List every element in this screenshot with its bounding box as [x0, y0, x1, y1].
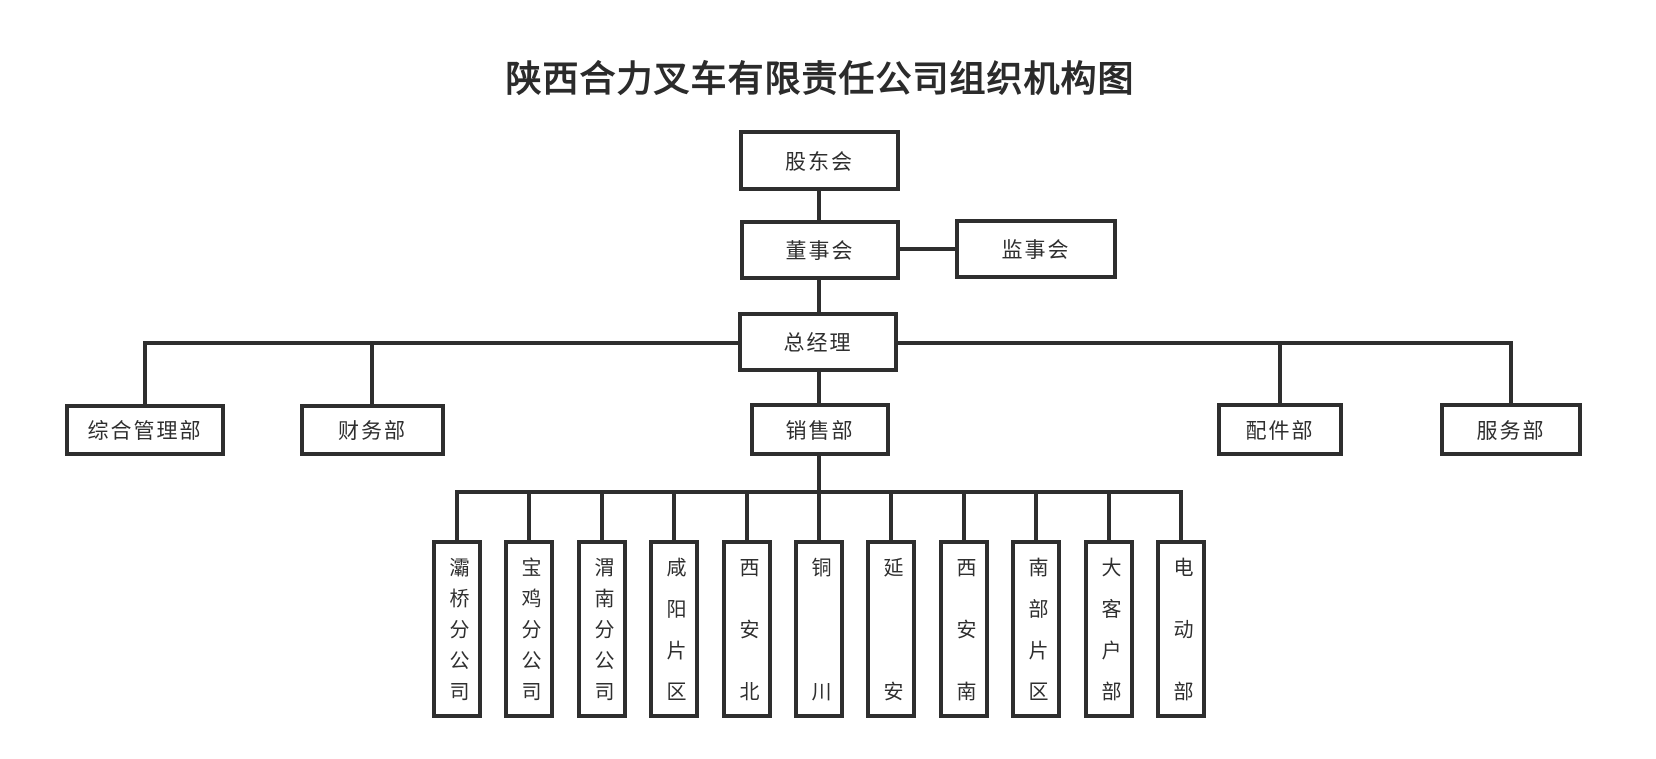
node-unit-yanan-label: 延安	[880, 557, 902, 701]
node-unit-xian-north-label: 西安北	[736, 557, 758, 701]
connector-gm-bus-left	[143, 341, 738, 345]
connector-drop-unit-5	[745, 490, 749, 540]
connector-drop-unit-11	[1179, 490, 1183, 540]
connector-drop-unit-3	[600, 490, 604, 540]
node-unit-baoji: 宝鸡分公司	[504, 540, 554, 718]
connector-drop-parts	[1278, 341, 1282, 403]
node-shareholders: 股东会	[739, 130, 900, 191]
node-unit-weinan: 渭南分公司	[577, 540, 627, 718]
node-unit-xian-north: 西安北	[722, 540, 772, 718]
chart-title: 陕西合力叉车有限责任公司组织机构图	[505, 58, 1135, 99]
connector-shareholders-board	[817, 191, 821, 220]
node-unit-tongchuan-label: 铜川	[808, 557, 830, 701]
node-unit-baoji-label: 宝鸡分公司	[518, 557, 540, 701]
connector-drop-service	[1509, 341, 1513, 403]
connector-drop-unit-10	[1107, 490, 1111, 540]
connector-sales-bus	[817, 456, 821, 492]
node-unit-electric: 电动部	[1156, 540, 1206, 718]
node-dept-admin: 综合管理部	[65, 404, 225, 456]
connector-drop-unit-7	[889, 490, 893, 540]
connector-drop-unit-1	[455, 490, 459, 540]
node-dept-parts: 配件部	[1217, 403, 1343, 456]
connector-gm-bus-right	[898, 341, 1513, 345]
node-unit-baqiao-label: 灞桥分公司	[446, 557, 468, 701]
node-unit-xian-south: 西安南	[939, 540, 989, 718]
node-unit-southern-area: 南部片区	[1011, 540, 1061, 718]
node-dept-service: 服务部	[1440, 403, 1582, 456]
node-unit-weinan-label: 渭南分公司	[591, 557, 613, 701]
connector-board-supervisory	[898, 247, 957, 251]
node-dept-sales: 销售部	[750, 403, 890, 456]
connector-drop-unit-6	[817, 490, 821, 540]
node-unit-baqiao: 灞桥分公司	[432, 540, 482, 718]
connector-board-gm	[817, 280, 821, 312]
connector-drop-unit-9	[1034, 490, 1038, 540]
node-unit-xianyang: 咸阳片区	[649, 540, 699, 718]
node-general-manager: 总经理	[738, 312, 898, 372]
node-unit-tongchuan: 铜川	[794, 540, 844, 718]
connector-drop-admin	[143, 341, 147, 404]
node-unit-key-accounts-label: 大客户部	[1098, 557, 1120, 701]
node-unit-southern-area-label: 南部片区	[1025, 557, 1047, 701]
node-unit-xianyang-label: 咸阳片区	[663, 557, 685, 701]
node-unit-key-accounts: 大客户部	[1084, 540, 1134, 718]
node-unit-electric-label: 电动部	[1170, 557, 1192, 701]
node-unit-yanan: 延安	[866, 540, 916, 718]
connector-gm-sales	[817, 372, 821, 403]
node-unit-xian-south-label: 西安南	[953, 557, 975, 701]
connector-drop-unit-2	[527, 490, 531, 540]
node-supervisory: 监事会	[955, 219, 1117, 279]
connector-drop-unit-4	[672, 490, 676, 540]
node-board: 董事会	[740, 220, 900, 280]
node-dept-finance: 财务部	[300, 404, 445, 456]
connector-drop-unit-8	[962, 490, 966, 540]
connector-drop-finance	[370, 341, 374, 404]
